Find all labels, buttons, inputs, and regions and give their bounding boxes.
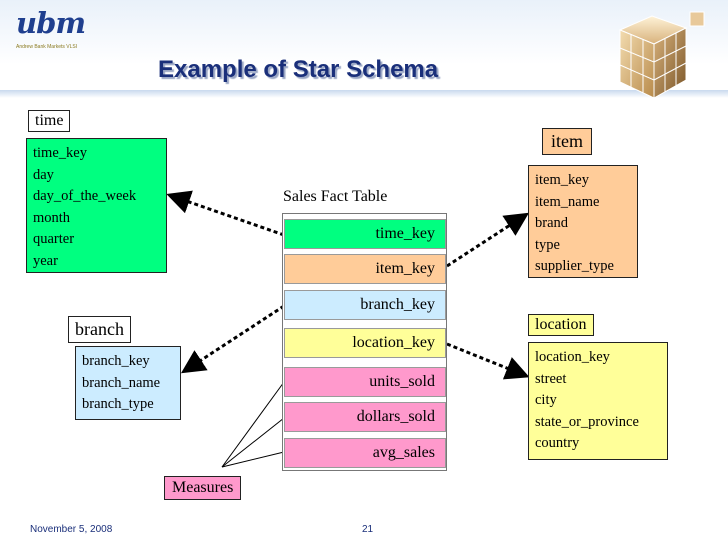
logo-text: ubm (16, 6, 86, 40)
location-attr: country (535, 435, 580, 452)
branch-attr: branch_type (82, 396, 154, 413)
item-attr: supplier_type (535, 258, 614, 275)
location-connector (446, 342, 530, 380)
branch-attr: branch_name (82, 374, 161, 391)
item-attr: type (535, 236, 560, 253)
item-attr: brand (535, 215, 569, 232)
time-attr: day (33, 166, 54, 183)
branch-attr: branch_key (82, 353, 150, 369)
fact-row-time-key: time_key (284, 219, 446, 249)
location-attr: location_key (535, 349, 610, 365)
time-attr: year (33, 252, 58, 269)
location-attr: street (535, 370, 567, 387)
branch-dimension-label: branch (68, 316, 131, 343)
cube-graphic-icon (618, 11, 705, 99)
location-attr: city (535, 392, 557, 409)
location-dimension-label: location (528, 314, 594, 336)
time-connector (166, 190, 285, 237)
fact-row-item-key: item_key (284, 254, 446, 284)
footer-page-number: 21 (362, 524, 374, 535)
location-attr: state_or_province (535, 413, 639, 430)
time-attr: time_key (33, 145, 87, 161)
logo-subtitle: Andrew Bank Markets VLSI (16, 44, 78, 50)
fact-row-branch-key: branch_key (284, 290, 446, 320)
fact-table-title: Sales Fact Table (283, 188, 388, 205)
measure-line-avg (221, 451, 285, 468)
measure-line-units (221, 381, 285, 468)
header-band (0, 0, 728, 92)
item-dimension-table: item_key item_name brand type supplier_t… (528, 165, 638, 278)
ubm-logo: ubm Andrew Bank Markets VLSI (10, 6, 86, 54)
branch-dimension-table: branch_key branch_name branch_type (75, 346, 181, 420)
time-dimension-table: time_key day day_of_the_week month quart… (26, 138, 167, 273)
location-dimension-table: location_key street city state_or_provin… (528, 342, 668, 460)
time-attr: day_of_the_week (33, 188, 137, 205)
item-connector (446, 212, 530, 268)
fact-row-location-key: location_key (284, 328, 446, 358)
branch-connector (180, 304, 285, 374)
item-attr: item_name (535, 193, 600, 210)
measures-label: Measures (164, 476, 242, 500)
header-divider (0, 90, 728, 98)
fact-row-dollars-sold: dollars_sold (284, 402, 446, 432)
footer-date: November 5, 2008 (30, 524, 113, 535)
time-attr: month (33, 209, 71, 226)
time-dimension-label: time (28, 110, 71, 132)
time-attr: quarter (33, 231, 75, 248)
slide-title: Example of Star Schema (158, 56, 439, 83)
item-dimension-label: item (542, 128, 592, 155)
item-attr: item_key (535, 172, 589, 188)
measure-line-dollars (221, 417, 285, 468)
fact-row-units-sold: units_sold (284, 367, 446, 397)
fact-row-avg-sales: avg_sales (284, 438, 446, 468)
